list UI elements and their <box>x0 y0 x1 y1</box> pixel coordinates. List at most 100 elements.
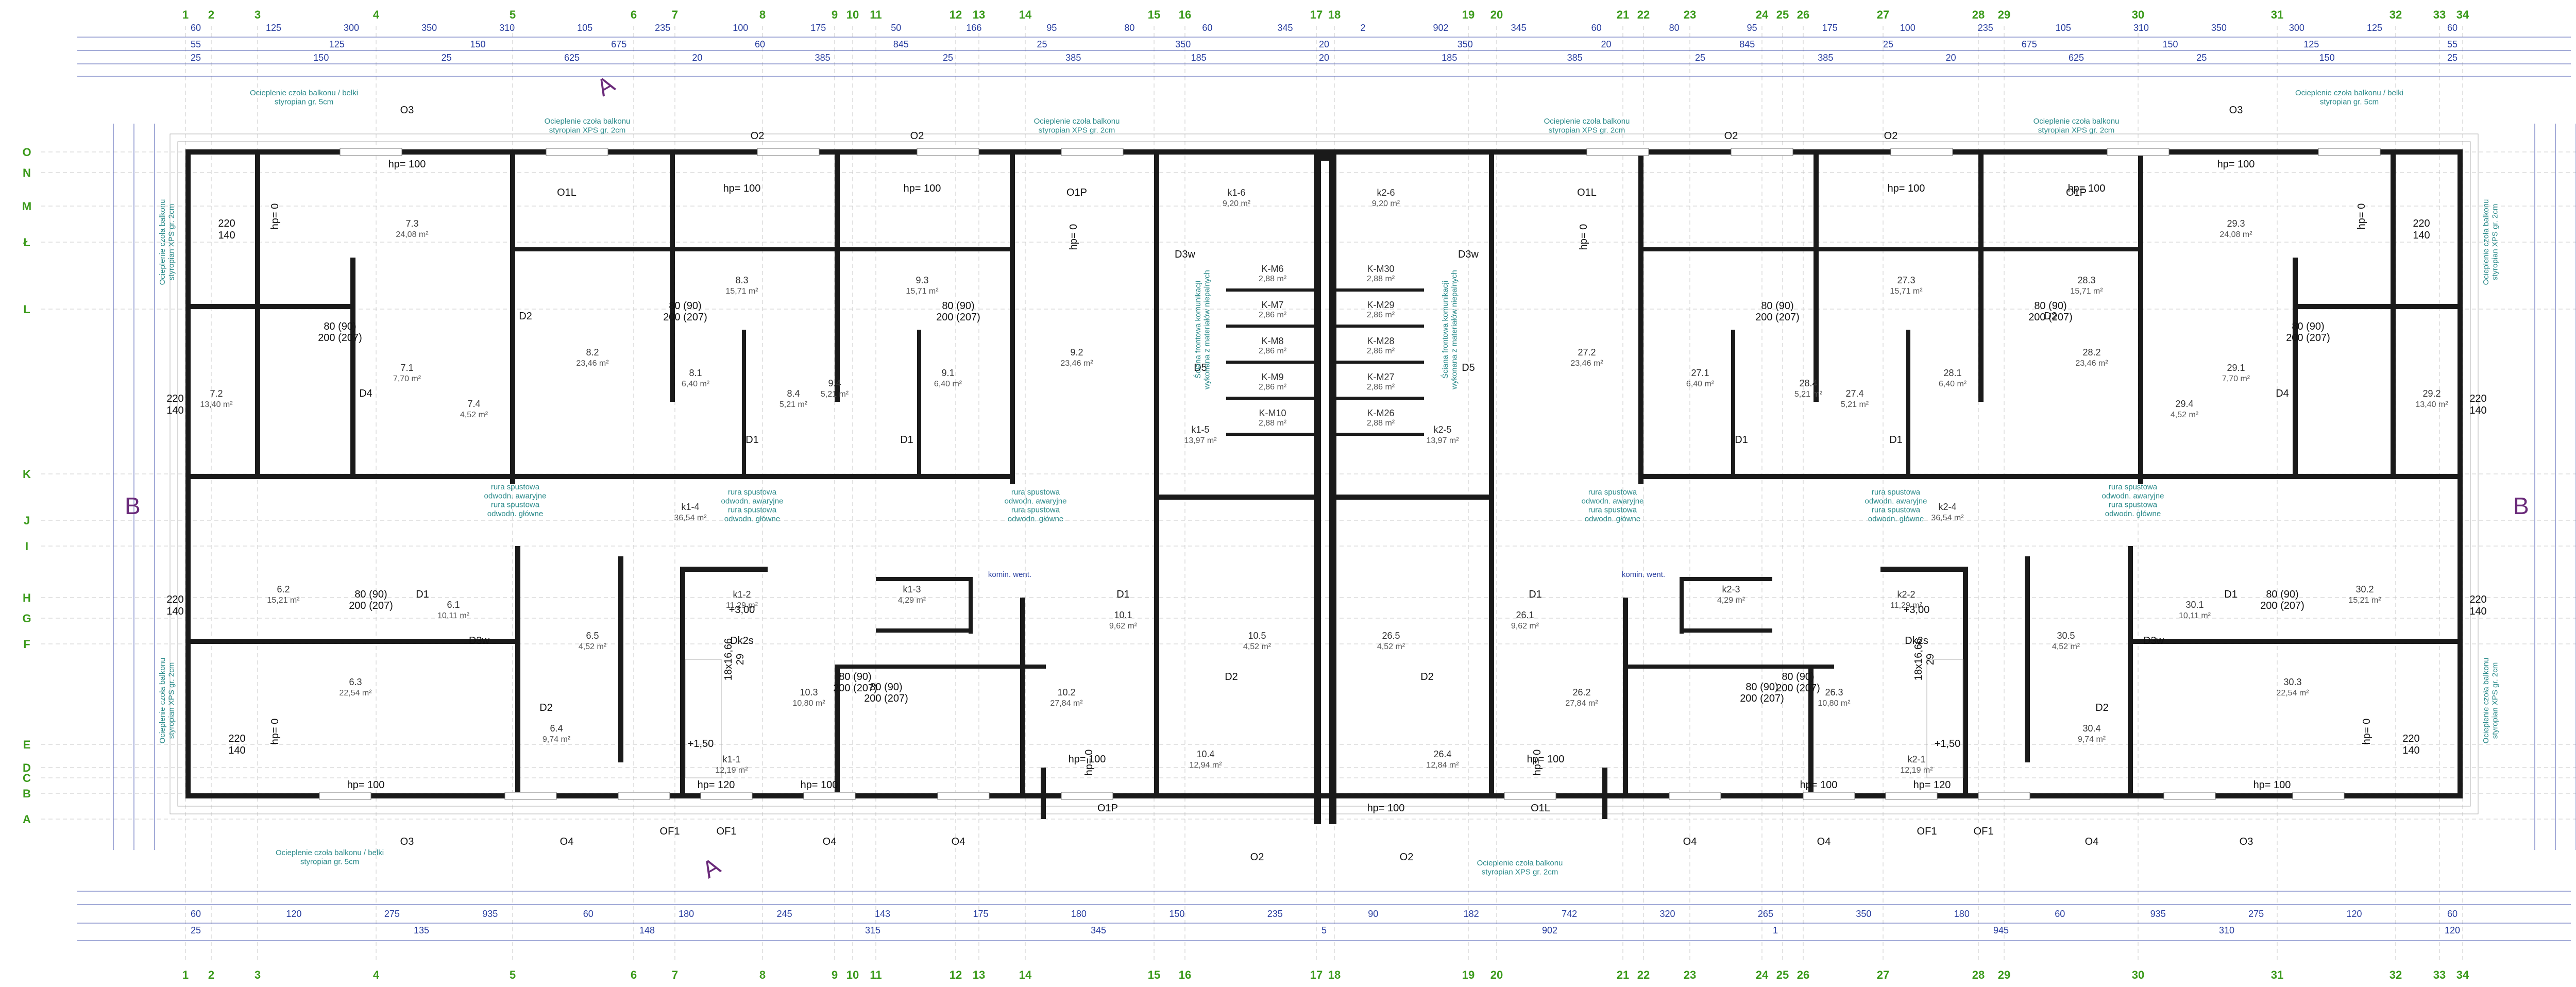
room-number: 9.4 <box>828 378 841 388</box>
room-area: 4,52 m² <box>460 411 488 419</box>
locker-number: K-M26 <box>1367 408 1394 418</box>
room-area: 27,84 m² <box>1050 699 1083 708</box>
axis-column-label: 6 <box>631 8 637 21</box>
dimension-value: 235 <box>655 23 670 33</box>
room-area: 12,19 m² <box>715 766 748 775</box>
room-area: 36,54 m² <box>674 514 707 522</box>
locker-area: 2,88 m² <box>1259 275 1287 283</box>
dimension-value: 315 <box>865 925 880 935</box>
opening-label: O4 <box>1817 836 1831 847</box>
window-opening <box>2318 148 2381 156</box>
room-area: 13,40 m² <box>200 400 233 409</box>
door-size-label: 80 (90) <box>942 300 974 312</box>
axis-column-label: 23 <box>1684 968 1696 981</box>
dimension-value: 275 <box>384 909 400 919</box>
room-area: 4,29 m² <box>1717 596 1745 605</box>
room-area: 15,71 m² <box>906 287 939 296</box>
locker-number: K-M9 <box>1261 372 1283 382</box>
level-marker: +3,00 <box>1904 604 1930 616</box>
window-openings <box>319 148 2381 800</box>
door-size-label: 200 (207) <box>1776 683 1820 694</box>
dimension-value: 275 <box>2248 909 2264 919</box>
window-opening <box>1669 792 1721 800</box>
dimension-value: 675 <box>2022 39 2037 49</box>
dimension-value: 120 <box>2347 909 2362 919</box>
sill-height-label: hp= 0 <box>269 719 281 745</box>
dimension-value: 180 <box>679 909 694 919</box>
dimension-value: 120 <box>2445 925 2460 935</box>
dimension-value: 80 <box>1669 23 1680 33</box>
dimension-chain-top <box>77 37 2571 77</box>
axis-column-label: 12 <box>950 8 962 21</box>
axis-column-label: 30 <box>2132 968 2144 981</box>
sill-height-label: hp= 0 <box>1532 750 1543 776</box>
axis-column-label: 33 <box>2433 8 2446 21</box>
axis-column-label: 12 <box>950 968 962 981</box>
door-size-label: 80 (90) <box>2266 589 2298 600</box>
room-area: 6,40 m² <box>1686 380 1715 388</box>
opening-label: O2 <box>1884 130 1898 142</box>
sill-height-label: hp= 100 <box>801 779 838 791</box>
dimension-value: 350 <box>1458 39 1473 49</box>
dimension-value: 80 <box>1124 23 1134 33</box>
dimension-value: 25 <box>2196 53 2207 63</box>
dimension-value: 20 <box>1319 39 1329 49</box>
room-area: 9,74 m² <box>2078 735 2106 744</box>
door-label: Dk2s <box>730 635 754 646</box>
dimension-value: 310 <box>499 23 515 33</box>
room-area: 4,52 m² <box>579 642 607 651</box>
dimension-value: 55 <box>2447 39 2458 49</box>
opening-label: O2 <box>910 130 924 142</box>
window-opening <box>1890 148 1953 156</box>
door-size-label: 80 (90) <box>2292 321 2324 332</box>
dimension-value: 125 <box>329 39 345 49</box>
room-area: 23,46 m² <box>576 359 609 368</box>
axis-row-label: H <box>23 591 31 604</box>
locker-area: 2,88 m² <box>1367 419 1395 428</box>
room-area: 13,97 m² <box>1426 436 1459 445</box>
opening-label: O1L <box>1577 187 1597 198</box>
axis-column-label: 18 <box>1328 968 1341 981</box>
room-number: 10.2 <box>1057 687 1075 697</box>
room-area: 6,40 m² <box>682 380 710 388</box>
room-area: 10,80 m² <box>792 699 825 708</box>
dimension-value: 845 <box>893 39 909 49</box>
locker-area: 2,86 m² <box>1367 311 1395 319</box>
room-area: 9,62 m² <box>1511 622 1539 631</box>
room-number: 10.1 <box>1114 610 1132 620</box>
axis-row-label: G <box>22 612 31 625</box>
dimension-value: 105 <box>2056 23 2071 33</box>
locker-area: 2,88 m² <box>1259 419 1287 428</box>
window-opening <box>340 148 402 156</box>
door-size-label: 200 (207) <box>663 312 707 323</box>
dimension-value: 148 <box>639 925 655 935</box>
sill-height-label: hp= 100 <box>723 183 761 194</box>
sill-height-label: hp= 100 <box>1367 803 1405 814</box>
door-label: D1 <box>1116 589 1130 600</box>
axis-column-label: 13 <box>973 8 985 21</box>
door-label: D5 <box>1462 362 1475 373</box>
axis-column-label: 6 <box>631 968 637 981</box>
dimension-value: 143 <box>875 909 890 919</box>
dimension-value: 150 <box>470 39 485 49</box>
room-area: 13,40 m² <box>2415 400 2448 409</box>
window-opening <box>917 148 979 156</box>
sill-height-label: hp= 0 <box>269 203 281 230</box>
axis-column-label: 29 <box>1998 8 2010 21</box>
axis-column-label: 25 <box>1776 8 1789 21</box>
dimension-value: 350 <box>1175 39 1191 49</box>
door-size-label: 80 (90) <box>839 671 871 683</box>
axis-row-label: N <box>23 166 31 179</box>
room-number: 30.5 <box>2057 631 2075 641</box>
axis-row-label: E <box>23 738 31 751</box>
axis-column-label: 7 <box>672 8 678 21</box>
door-size-label: 200 (207) <box>1740 693 1784 704</box>
